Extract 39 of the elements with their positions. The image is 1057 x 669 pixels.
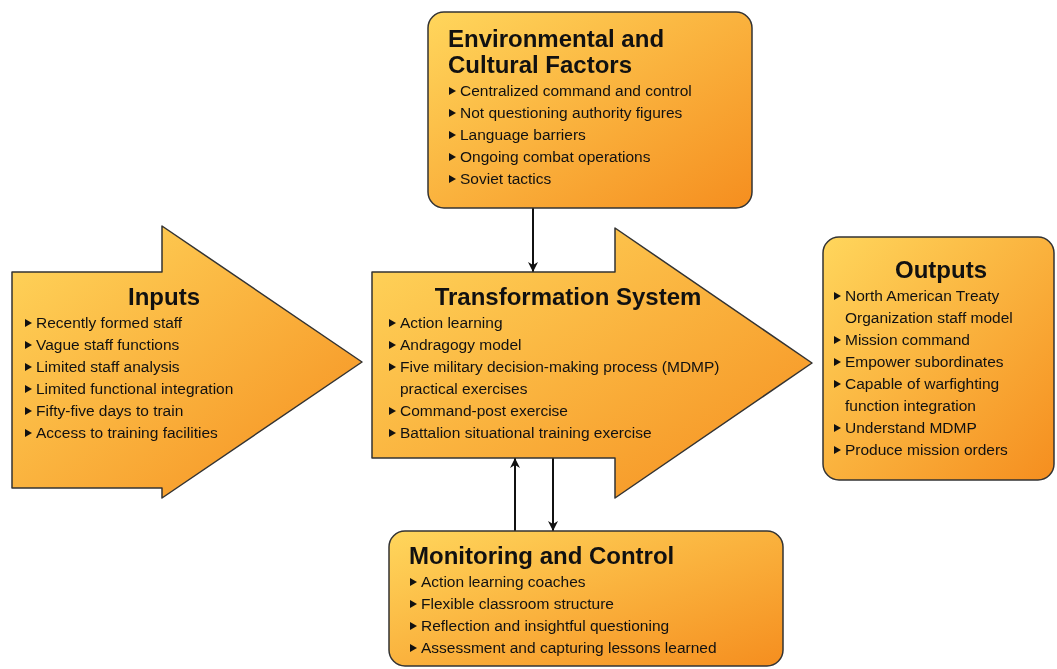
list-item: Recently formed staff (36, 314, 183, 331)
list-item: Limited functional integration (36, 380, 234, 397)
list-item: Language barriers (460, 126, 586, 143)
list-item: Produce mission orders (845, 441, 1008, 458)
arrow (528, 207, 538, 273)
list-item: Flexible classroom structure (421, 595, 614, 612)
process-box (823, 237, 1054, 480)
list-item: Mission command (845, 331, 970, 348)
arrow (548, 457, 558, 532)
list-item: Empower subordinates (845, 353, 1004, 370)
list-item: Assessment and capturing lessons learned (421, 639, 717, 656)
list-item: Access to training facilities (36, 424, 218, 441)
list-item: Fifty-five days to train (36, 402, 184, 419)
list-item: Ongoing combat operations (460, 148, 651, 165)
list-item: Action learning coaches (421, 573, 586, 590)
process-box (389, 531, 783, 666)
list-item: North American Treaty Organization staff model (845, 287, 1013, 326)
list-item: Andragogy model (400, 336, 522, 353)
list-item: Centralized command and control (460, 82, 692, 99)
list-item: Reflection and insightful questioning (421, 617, 670, 634)
list-item: Understand MDMP (845, 419, 977, 436)
heading: Inputs (127, 284, 201, 310)
arrow-shape-box (12, 226, 362, 498)
list-item: Battalion situational training exercise (400, 424, 652, 441)
list-item: Five military decision-making process (MDMP) practical exercises (400, 358, 720, 397)
list-item: Capable of warfighting function integration (845, 375, 1000, 414)
arrow-shape-box (372, 228, 812, 498)
heading: Transformation System (433, 284, 703, 310)
arrow (510, 457, 520, 532)
heading: Monitoring and Control (409, 543, 676, 569)
list-item: Command-post exercise (400, 402, 568, 419)
list-item: Action learning (400, 314, 503, 331)
process-box (428, 12, 752, 208)
list-item: Limited staff analysis (36, 358, 180, 375)
heading: Outputs (894, 257, 988, 283)
list-item: Not questioning authority figures (460, 104, 683, 121)
list-item: Soviet tactics (460, 170, 552, 187)
list-item: Vague staff functions (36, 336, 180, 353)
heading: Environmental and Cultural Factors (448, 26, 666, 78)
